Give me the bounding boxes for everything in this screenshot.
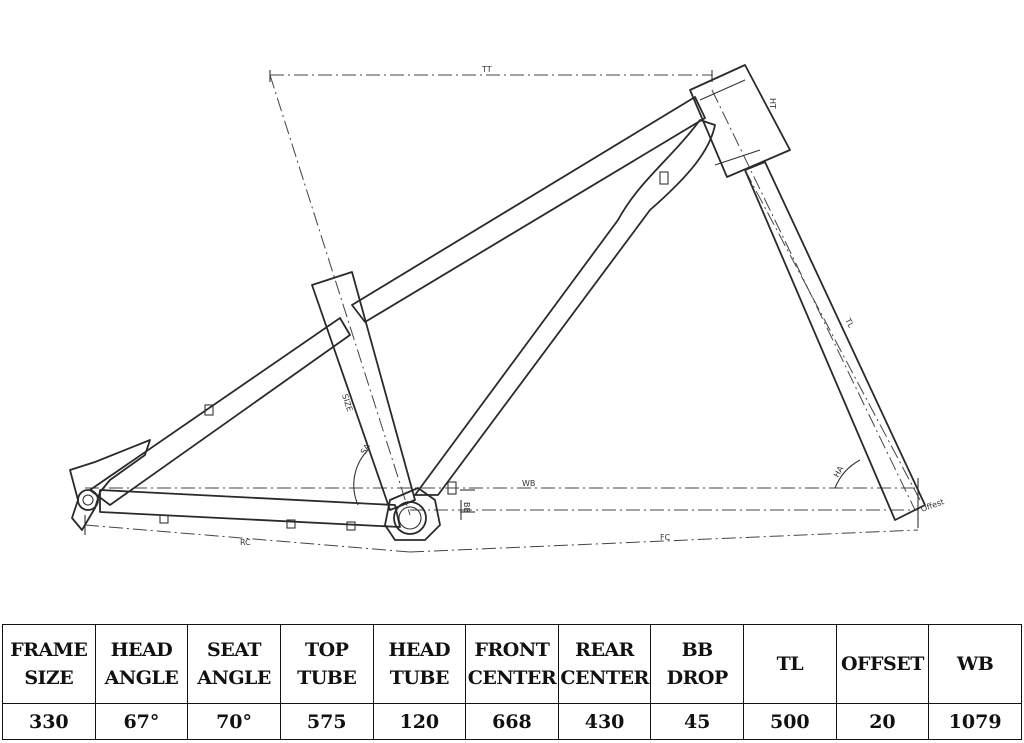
table-header-row: FRAME SIZE HEAD ANGLE SEAT ANGLE TOP TUB… bbox=[2, 624, 1022, 704]
header-head-angle: HEAD ANGLE bbox=[94, 624, 189, 704]
value-front-center: 668 bbox=[465, 703, 559, 740]
seat-tube bbox=[311, 271, 416, 511]
label-ht: HT bbox=[768, 98, 777, 109]
header-bb-drop: BB DROP bbox=[650, 624, 744, 704]
value-bb-drop: 45 bbox=[650, 703, 744, 740]
label-tt: TT bbox=[481, 65, 492, 74]
header-front-center: FRONT CENTER bbox=[465, 624, 559, 704]
table-row: 330 67° 70° 575 120 668 430 45 500 20 10… bbox=[2, 703, 1022, 740]
value-wb: 1079 bbox=[928, 703, 1022, 740]
value-rear-center: 430 bbox=[557, 703, 652, 740]
bottom-bracket bbox=[393, 501, 427, 535]
fork bbox=[744, 161, 926, 521]
header-seat-angle: SEAT ANGLE bbox=[187, 624, 281, 704]
value-tl: 500 bbox=[743, 703, 837, 740]
value-seat-angle: 70° bbox=[187, 703, 281, 740]
seat-stay bbox=[89, 317, 351, 506]
header-top-tube: TOP TUBE bbox=[279, 624, 374, 704]
frame-tubes bbox=[69, 64, 926, 541]
header-frame-size: FRAME SIZE bbox=[2, 624, 96, 704]
value-offset: 20 bbox=[835, 703, 930, 740]
header-wb: WB bbox=[928, 624, 1022, 704]
rear-dropout bbox=[69, 439, 151, 531]
label-fc: FC bbox=[660, 533, 671, 542]
value-head-tube: 120 bbox=[372, 703, 467, 740]
label-ha: HA bbox=[832, 464, 846, 479]
dimension-lines bbox=[84, 70, 921, 553]
value-head-angle: 67° bbox=[94, 703, 189, 740]
label-bb: BB bbox=[462, 502, 471, 513]
bb-mount bbox=[384, 487, 441, 541]
header-offset: OFFSET bbox=[835, 624, 930, 704]
chain-stay bbox=[99, 489, 401, 528]
label-rc: RC bbox=[240, 538, 251, 547]
value-frame-size: 330 bbox=[2, 703, 96, 740]
head-tube bbox=[689, 64, 791, 178]
value-top-tube: 575 bbox=[279, 703, 374, 740]
label-wb: WB bbox=[522, 479, 535, 488]
geometry-spec-table: FRAME SIZE HEAD ANGLE SEAT ANGLE TOP TUB… bbox=[2, 624, 1022, 740]
label-tl: TL bbox=[843, 316, 856, 330]
top-tube bbox=[351, 96, 706, 323]
header-head-tube: HEAD TUBE bbox=[372, 624, 467, 704]
header-rear-center: REAR CENTER bbox=[557, 624, 652, 704]
label-size: SIZE bbox=[340, 393, 354, 413]
rear-axle bbox=[77, 489, 99, 511]
header-tl: TL bbox=[743, 624, 837, 704]
bike-frame-geometry-diagram: TT HT TL SIZE SA HA WB BB RC FC Offest bbox=[69, 64, 945, 553]
dimension-labels: TT HT TL SIZE SA HA WB BB RC FC Offest bbox=[240, 65, 945, 547]
